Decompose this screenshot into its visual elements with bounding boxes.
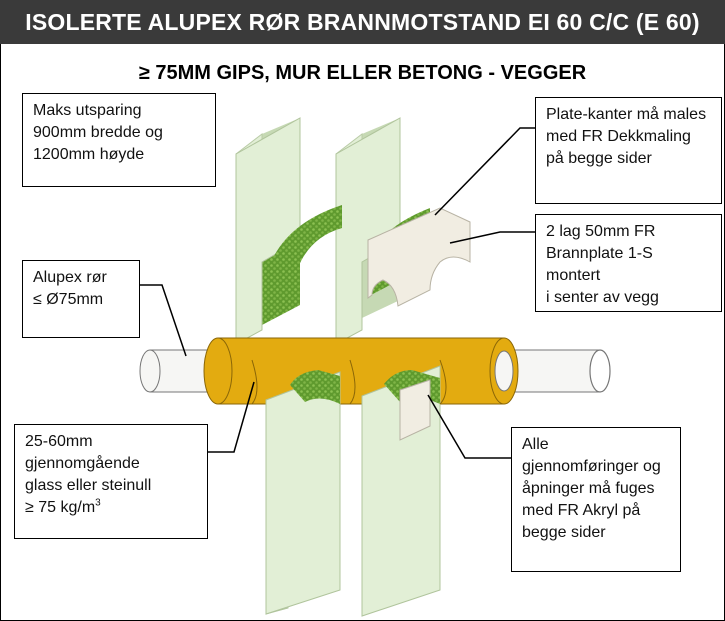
fire-board-lower [399, 379, 431, 441]
leader-insulation [208, 381, 255, 453]
pipe-end-right [589, 349, 611, 393]
leader-plate-edges [434, 127, 535, 216]
mineral-wool-lower-left [290, 370, 340, 404]
leader-sealing [427, 394, 511, 459]
callout-alupex-pipe: Alupex rør ≤ Ø75mm [22, 260, 140, 338]
callout-fire-board: 2 lag 50mm FR Brannplate 1-S montert i s… [535, 214, 722, 312]
callout-sealing: Alle gjennomføringer og åpninger må fuge… [511, 427, 681, 572]
callout-max-opening: Maks utsparing 900mm bredde og 1200mm hø… [22, 93, 216, 187]
leader-board [449, 231, 535, 244]
fire-board [367, 207, 471, 307]
leader-pipe [140, 284, 187, 357]
callout-plate-edges: Plate-kanter må males med FR Dekkmaling … [535, 97, 722, 204]
diagram-title: ISOLERTE ALUPEX RØR BRANNMOTSTAND EI 60 … [0, 0, 725, 44]
diagram-subtitle: ≥ 75MM GIPS, MUR ELLER BETONG - VEGGER [138, 62, 587, 84]
pipe-insulation [217, 337, 505, 405]
callout-insulation: 25-60mm gjennomgående glass eller steinu… [14, 424, 208, 539]
density-value: ≥ 75 kg/m [25, 499, 96, 516]
wall-panel-left-lower-main [265, 371, 341, 615]
pipe-end-left [139, 349, 161, 393]
density-exponent: 3 [95, 497, 101, 509]
mineral-wool-left-opening [272, 205, 342, 300]
